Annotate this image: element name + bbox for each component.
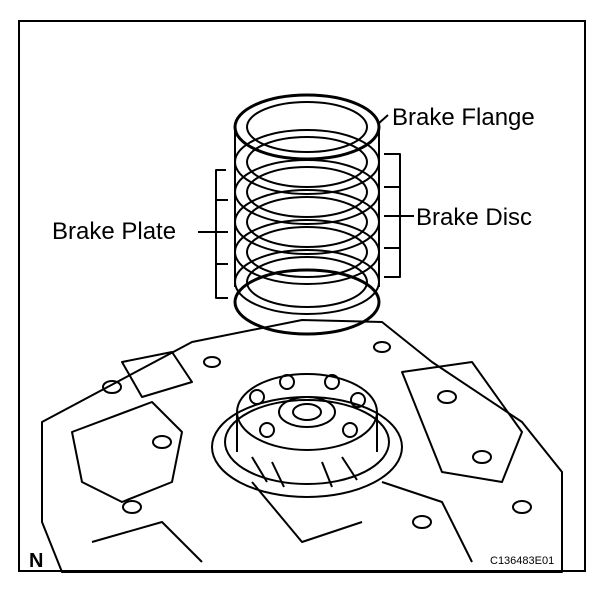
transmission-illustration <box>41 93 563 573</box>
transmission-case <box>41 319 563 573</box>
figure-code: C136483E01 <box>490 555 555 567</box>
brake-plate-bracket <box>198 169 228 299</box>
brake-flange-leader <box>377 114 389 125</box>
case-bolt-bosses <box>102 341 532 529</box>
illustration-frame: Brake Flange Brake Plate Brake Disc N C1… <box>18 20 586 573</box>
brake-pack <box>233 93 381 336</box>
view-direction-mark: N <box>29 550 44 572</box>
brake-plate-label: Brake Plate <box>52 218 177 245</box>
brake-disc-bracket <box>384 153 414 278</box>
planetary-gear-assembly <box>211 373 403 498</box>
brake-disc-label: Brake Disc <box>416 204 533 231</box>
brake-flange-label: Brake Flange <box>392 104 535 131</box>
